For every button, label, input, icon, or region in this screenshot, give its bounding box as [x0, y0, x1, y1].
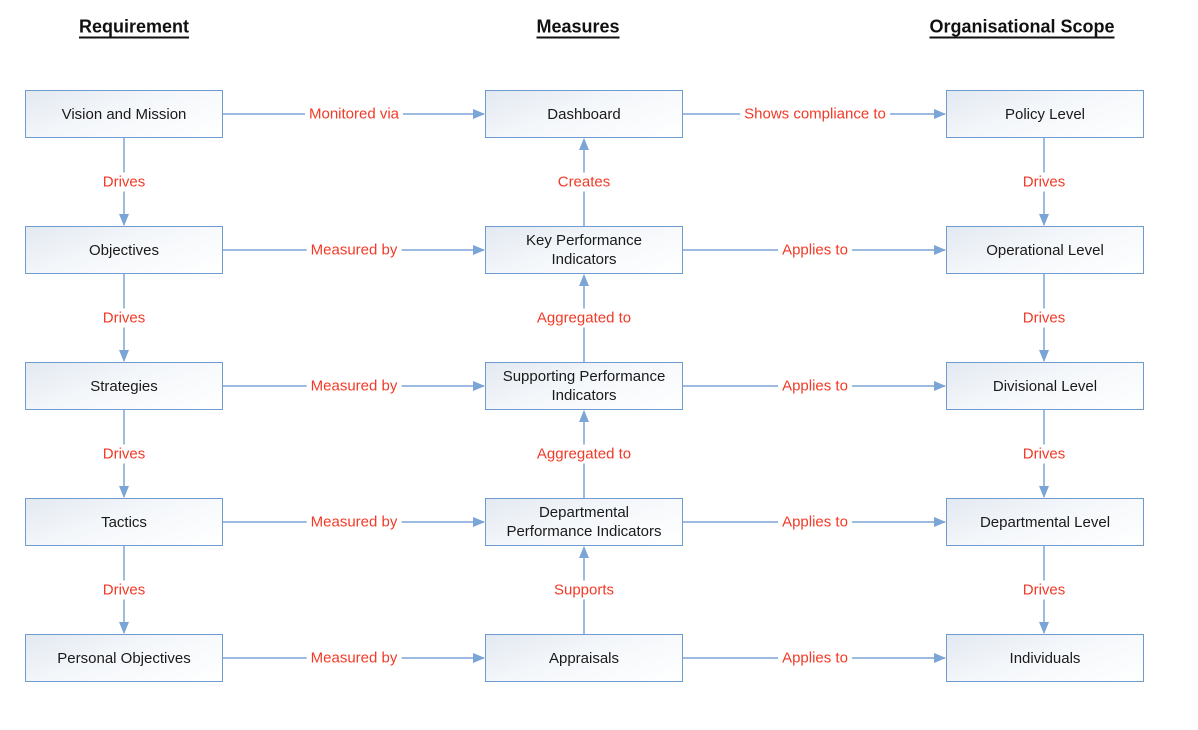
node-supporting-performance-indicators: Supporting Performance Indicators	[485, 362, 683, 410]
node-policy-level: Policy Level	[946, 90, 1144, 138]
column-header-measures: Measures	[536, 16, 620, 37]
node-dashboard: Dashboard	[485, 90, 683, 138]
node-strategies: Strategies	[25, 362, 223, 410]
edge-label-supports: Supports	[549, 580, 619, 600]
edge-label-drives: Drives	[98, 308, 150, 328]
column-header-requirement: Requirement	[78, 16, 190, 37]
edge-label-drives: Drives	[98, 172, 150, 192]
edge-label-drives: Drives	[1018, 580, 1070, 600]
edge-label-drives: Drives	[98, 444, 150, 464]
edge-label-shows-compliance-to: Shows compliance to	[740, 104, 890, 124]
edge-label-applies-to: Applies to	[778, 240, 852, 260]
node-operational-level: Operational Level	[946, 226, 1144, 274]
edge-label-aggregated-to: Aggregated to	[532, 444, 636, 464]
node-individuals: Individuals	[946, 634, 1144, 682]
node-appraisals: Appraisals	[485, 634, 683, 682]
node-departmental-level: Departmental Level	[946, 498, 1144, 546]
edge-label-drives: Drives	[1018, 444, 1070, 464]
edge-label-measured-by: Measured by	[306, 648, 402, 668]
edge-label-applies-to: Applies to	[778, 376, 852, 396]
edge-label-measured-by: Measured by	[306, 376, 402, 396]
node-tactics: Tactics	[25, 498, 223, 546]
edge-label-aggregated-to: Aggregated to	[532, 308, 636, 328]
node-divisional-level: Divisional Level	[946, 362, 1144, 410]
edge-label-drives: Drives	[1018, 308, 1070, 328]
node-departmental-performance-indicators: Departmental Performance Indicators	[485, 498, 683, 546]
edge-label-measured-by: Measured by	[306, 240, 402, 260]
node-personal-objectives: Personal Objectives	[25, 634, 223, 682]
edge-label-monitored-via: Monitored via	[304, 104, 404, 124]
node-objectives: Objectives	[25, 226, 223, 274]
node-vision-and-mission: Vision and Mission	[25, 90, 223, 138]
node-key-performance-indicators: Key Performance Indicators	[485, 226, 683, 274]
edge-label-measured-by: Measured by	[306, 512, 402, 532]
edge-label-applies-to: Applies to	[778, 648, 852, 668]
edge-label-drives: Drives	[1018, 172, 1070, 192]
edge-label-creates: Creates	[553, 172, 615, 192]
edge-label-applies-to: Applies to	[778, 512, 852, 532]
column-header-organisational-scope: Organisational Scope	[929, 16, 1115, 37]
edge-label-drives: Drives	[98, 580, 150, 600]
